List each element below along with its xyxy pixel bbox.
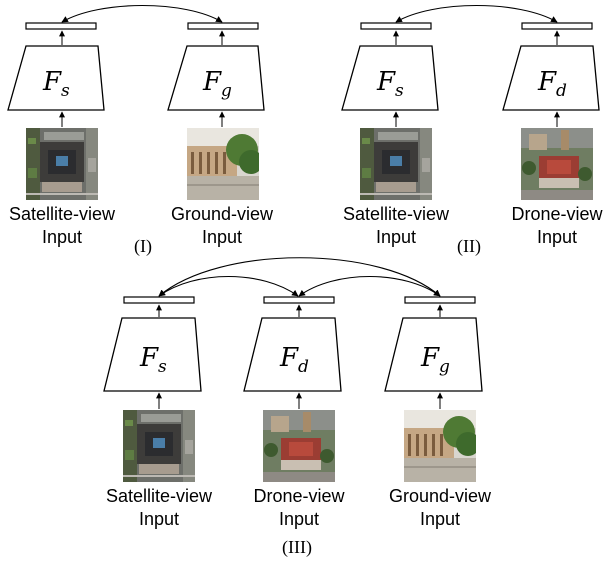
matching-arrow-satellite-drone — [158, 276, 299, 297]
panel-1 — [7, 4, 265, 200]
feature-vector-satellite — [123, 296, 195, 304]
encoder-symbol: Fg — [202, 67, 232, 101]
input-caption-line1: Drone-view — [511, 204, 603, 224]
encoder-satellite — [103, 317, 202, 392]
encoder-drone — [502, 45, 600, 111]
input-caption-line1: Ground-view — [170, 204, 274, 224]
panel-label: (I) — [134, 236, 152, 256]
satellite-image — [360, 128, 432, 200]
input-caption-line2: Input — [278, 509, 320, 529]
input-caption: Satellite-view Input — [0, 203, 132, 249]
input-caption-line2: Input — [41, 227, 83, 247]
input-caption-line2: Input — [138, 509, 180, 529]
input-caption: Satellite-view Input — [326, 203, 466, 249]
encoder-symbol: Fd — [537, 67, 567, 101]
feature-vector-ground — [404, 296, 476, 304]
matching-arrow — [61, 4, 223, 23]
encoder-symbol: Fs — [42, 67, 70, 101]
encoder-satellite — [7, 45, 105, 111]
feature-vector-satellite — [25, 22, 97, 30]
feature-vector-ground — [187, 22, 259, 30]
feature-vector-drone — [521, 22, 593, 30]
encoder-symbol: Fs — [376, 67, 404, 101]
encoder-ground — [384, 317, 483, 392]
input-caption-line1: Satellite-view — [8, 204, 116, 224]
input-caption: Ground-view Input — [370, 485, 510, 531]
input-caption-line1: Satellite-view — [105, 486, 213, 506]
input-caption: Satellite-view Input — [89, 485, 229, 531]
encoder-symbol: Fd — [279, 343, 309, 377]
encoder-symbol: Fs — [139, 343, 167, 377]
input-caption-line2: Input — [419, 509, 461, 529]
satellite-image — [123, 410, 195, 482]
matching-arrow-drone-ground — [298, 276, 441, 297]
encoder-symbol: Fg — [420, 343, 450, 377]
panel-label: (III) — [282, 537, 312, 557]
matching-arrow — [395, 4, 558, 23]
input-caption-line1: Ground-view — [388, 486, 492, 506]
input-caption-line2: Input — [375, 227, 417, 247]
input-caption: Ground-view Input — [152, 203, 292, 249]
panel-2 — [341, 4, 600, 200]
ground-image — [404, 410, 476, 482]
satellite-image — [26, 128, 98, 200]
panel-3 — [103, 257, 483, 482]
drone-image — [521, 128, 593, 200]
feature-vector-drone — [263, 296, 335, 304]
panel-label: (II) — [457, 236, 481, 256]
encoder-ground — [167, 45, 265, 111]
input-caption-line2: Input — [201, 227, 243, 247]
input-caption-line1: Satellite-view — [342, 204, 450, 224]
input-caption-line1: Drone-view — [253, 486, 345, 506]
drone-image — [263, 410, 335, 482]
encoder-satellite — [341, 45, 439, 111]
input-caption: Drone-view Input — [229, 485, 369, 531]
encoder-drone — [243, 317, 342, 392]
input-caption-line2: Input — [536, 227, 578, 247]
ground-image — [187, 128, 259, 200]
input-caption: Drone-view Input — [487, 203, 611, 249]
matching-arrow-satellite-ground — [158, 257, 441, 297]
feature-vector-satellite — [360, 22, 432, 30]
